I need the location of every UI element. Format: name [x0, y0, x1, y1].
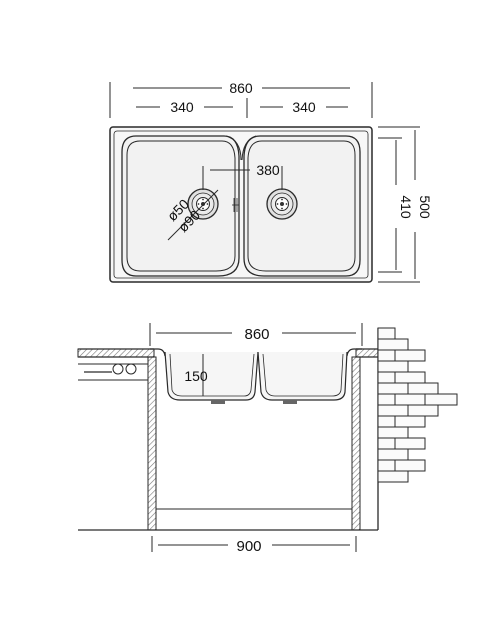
side-view: 860 150: [77, 323, 458, 555]
cabinet-knob-icon: [112, 363, 124, 375]
left-drain-icon: [187, 188, 219, 220]
brick-wall: [377, 327, 458, 530]
cabinet-right-wall: [351, 356, 361, 531]
right-bowl-outer: [243, 135, 361, 277]
side-drain-left-icon: [211, 400, 225, 404]
cabinet-panel: [78, 363, 148, 381]
dimension-sink-width: [149, 323, 363, 346]
countertop: [77, 348, 379, 358]
overflow-icon: [232, 198, 239, 212]
dimension-overall-width: [109, 82, 373, 118]
label-drain-spacing: 380: [256, 162, 280, 178]
left-bowl-inner: [126, 140, 236, 272]
left-bowl-outer: [121, 135, 240, 277]
side-bowl-right-inner: [262, 353, 344, 397]
label-overall-depth: 500: [417, 195, 433, 219]
label-cabinet-width: 900: [236, 538, 261, 555]
cabinet-left-wall: [147, 356, 157, 531]
label-bowl-left-width: 340: [170, 99, 194, 115]
side-bowl-left-inner: [169, 353, 255, 397]
dimension-bowl-widths: [136, 98, 348, 118]
label-bowl-depth: 410: [398, 195, 414, 219]
dimension-depths: [378, 126, 420, 283]
dimension-drain-spacing: [202, 166, 283, 190]
diameter-leader: [167, 189, 219, 241]
label-bowl-right-width: 340: [292, 99, 316, 115]
right-bowl-inner: [247, 140, 356, 272]
side-bowl-left: [164, 351, 259, 401]
dimension-cabinet-width: [151, 536, 357, 552]
cabinet-knob-icon: [125, 363, 137, 375]
side-bowl-right: [257, 351, 348, 401]
label-sink-width: 860: [244, 326, 269, 343]
top-view: 860 340 340: [109, 80, 433, 283]
right-drain-icon: [266, 188, 298, 220]
label-overall-width: 860: [229, 80, 253, 96]
bowl-divider: [225, 135, 257, 161]
label-bowl-height: 150: [184, 368, 208, 384]
side-drain-right-icon: [283, 400, 297, 404]
